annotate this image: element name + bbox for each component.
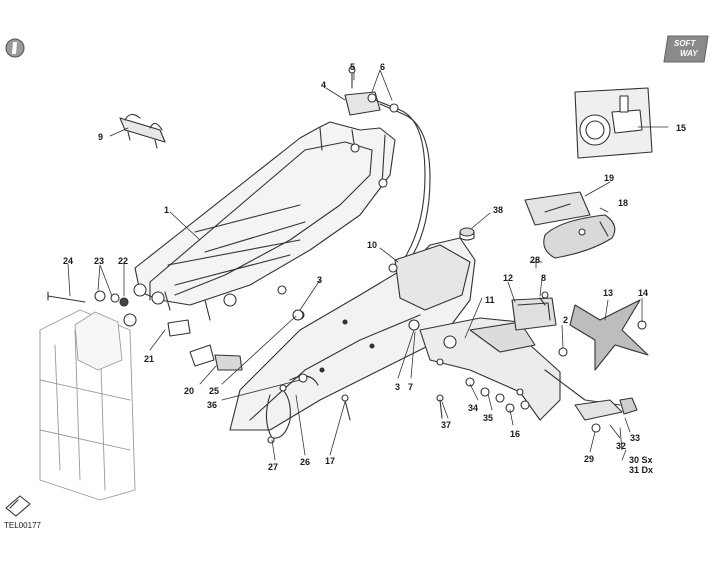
cable-clip — [119, 113, 166, 149]
logo-line-1: SOFT — [674, 39, 696, 48]
callout-29: 29 — [584, 454, 595, 464]
callout-36: 36 — [207, 400, 218, 410]
soft-way-logo — [663, 35, 709, 63]
callout-22: 22 — [118, 256, 129, 266]
callout-30-sx: 30 Sx — [629, 455, 653, 465]
callout-14: 14 — [638, 288, 649, 298]
callout-33: 33 — [630, 433, 641, 443]
callout-25: 25 — [209, 386, 220, 396]
callout-3-lower: 3 — [395, 382, 401, 392]
chassis-outline — [39, 309, 136, 501]
light-block-12 — [511, 297, 557, 331]
callout-32: 32 — [616, 441, 627, 451]
callout-13: 13 — [603, 288, 614, 298]
callout-23: 23 — [94, 256, 105, 266]
callout-4: 4 — [321, 80, 327, 90]
drawing-code: TEL00177 — [4, 521, 41, 530]
bracket-13 — [569, 299, 649, 371]
logo-line-2: WAY — [680, 49, 698, 58]
callout-27: 27 — [268, 462, 279, 472]
plate-19 — [524, 191, 591, 226]
callout-7: 7 — [408, 382, 414, 392]
grip-18 — [543, 214, 616, 259]
callout-2: 2 — [563, 315, 569, 325]
callout-8: 8 — [541, 273, 547, 283]
leader-lines — [67, 69, 669, 461]
callout-3-upper: 3 — [317, 275, 323, 285]
callout-16: 16 — [510, 429, 521, 439]
hardware — [47, 263, 647, 444]
detail-box-15 — [574, 87, 653, 159]
callout-24: 24 — [63, 256, 74, 266]
callout-38: 38 — [493, 205, 504, 215]
callout-19: 19 — [604, 173, 615, 183]
bush-38 — [459, 227, 475, 241]
callout-26: 26 — [300, 457, 311, 467]
callout-5: 5 — [350, 62, 356, 72]
callout-28: 28 — [530, 255, 541, 265]
callout-21: 21 — [144, 354, 155, 364]
callout-10: 10 — [367, 240, 378, 250]
callout-31-dx: 31 Dx — [629, 465, 654, 475]
seat-lock-bracket — [344, 66, 431, 269]
callout-1: 1 — [164, 205, 170, 215]
rear-subframe — [133, 121, 396, 321]
callout-15: 15 — [676, 123, 687, 133]
callout-9: 9 — [98, 132, 104, 142]
orientation-badge-icon — [9, 499, 19, 509]
callout-34: 34 — [468, 403, 479, 413]
callout-11: 11 — [485, 295, 495, 305]
callout-17: 17 — [325, 456, 336, 466]
turn-signal — [574, 397, 638, 433]
callout-6: 6 — [380, 62, 386, 72]
callout-37: 37 — [441, 420, 452, 430]
callout-18: 18 — [618, 198, 629, 208]
callout-12: 12 — [503, 273, 514, 283]
callout-20: 20 — [184, 386, 195, 396]
callout-35: 35 — [483, 413, 494, 423]
